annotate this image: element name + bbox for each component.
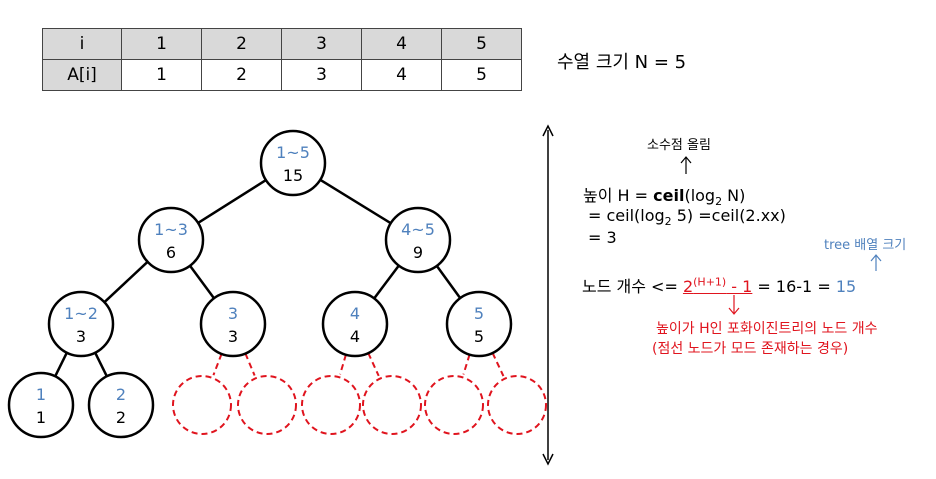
explain-line1: 높이가 H인 포화이진트리의 노드 개수 [656, 321, 878, 337]
index-cell: 4 [361, 28, 442, 60]
height-prefix: 높이 H = [583, 186, 654, 205]
index-cell: 2 [201, 28, 282, 60]
node-value-label: 15 [283, 166, 303, 185]
height-formula-line1: 높이 H = ceil(log2 N) [583, 182, 745, 208]
dashed-edge [212, 353, 223, 376]
node-value-label: 2 [116, 408, 126, 427]
tree-array-size-note: tree 배열 크기 [824, 238, 907, 253]
log-base-2: 2 [664, 215, 672, 229]
sequence-size-label: 수열 크기 N = 5 [557, 52, 687, 73]
height-arrow [542, 124, 554, 466]
node-range-label: 4~5 [401, 220, 435, 239]
node-value-label: 6 [166, 243, 176, 262]
node-circle [47, 290, 115, 358]
dashed-edge [367, 352, 380, 377]
tree-node: 1~36 [137, 206, 205, 274]
explain-line2: (점선 노드가 모드 존재하는 경우) [652, 341, 849, 357]
value-cell: 5 [441, 59, 522, 91]
tree-edge [94, 352, 108, 377]
height-line2-b: 5) =ceil(2.xx) [671, 206, 786, 225]
node-value-label: 4 [350, 327, 360, 346]
tree-node: 1~23 [47, 290, 115, 358]
height-log: (log [684, 186, 716, 205]
node-circle [321, 290, 389, 358]
node-value-label: 9 [413, 243, 423, 262]
log-base: 2 [715, 195, 723, 209]
tree-size-arrow [870, 254, 882, 271]
value-cell: 4 [361, 59, 442, 91]
tree-edge [103, 260, 149, 304]
index-row-label: i [42, 28, 122, 60]
dashed-edge [339, 354, 347, 375]
node-count-middle: = 16-1 = [752, 277, 836, 296]
tree-node: 22 [87, 371, 155, 439]
index-cell: 3 [281, 28, 362, 60]
empty-dashed-node [301, 375, 361, 435]
node-circle [199, 290, 267, 358]
node-range-label: 3 [228, 304, 238, 323]
node-circle [259, 129, 327, 197]
empty-dashed-node [237, 375, 297, 435]
node-circle [384, 206, 452, 274]
node-count-prefix: 노드 개수 <= [582, 277, 683, 296]
tree-node: 4~59 [384, 206, 452, 274]
empty-dashed-node [172, 375, 232, 435]
node-value-label: 5 [474, 327, 484, 346]
ceil-keyword: ceil [653, 186, 685, 205]
tree-node: 33 [199, 290, 267, 358]
empty-dashed-node [487, 375, 547, 435]
tree-node: 11 [7, 371, 75, 439]
node-count-result: 15 [835, 277, 857, 296]
tree-edge [319, 178, 392, 225]
node-range-label: 1~5 [276, 143, 310, 162]
tree-edge [54, 352, 68, 377]
node-range-label: 1~2 [64, 304, 98, 323]
empty-dashed-node [362, 375, 422, 435]
height-formula-line3: = 3 [588, 228, 617, 247]
node-value-label: 3 [76, 327, 86, 346]
index-cell: 5 [441, 28, 522, 60]
round-up-arrow [680, 156, 692, 174]
tree-edge [188, 265, 216, 299]
formula-underlined: 2(H+1) - 1 [682, 275, 753, 296]
dashed-edge [462, 354, 471, 375]
formula-exponent: (H+1) [693, 275, 727, 289]
tree-node: 1~515 [259, 129, 327, 197]
formula-down-arrow [728, 295, 740, 315]
tree-edge [373, 264, 400, 300]
node-circle [87, 371, 155, 439]
height-formula-line2: = ceil(log2 5) =ceil(2.xx) [588, 206, 786, 228]
node-range-label: 2 [116, 385, 126, 404]
index-row: i 1 2 3 4 5 [42, 28, 522, 60]
node-count-formula: 노드 개수 <= 2(H+1) - 1 = 16-1 = 15 [582, 273, 856, 297]
array-table: i 1 2 3 4 5 A[i] 1 2 3 4 5 [42, 28, 522, 91]
dashed-edge [244, 353, 256, 376]
node-circle [137, 206, 205, 274]
node-range-label: 1 [36, 385, 46, 404]
tree-edges [54, 178, 505, 377]
node-range-label: 5 [474, 304, 484, 323]
tree-edge [435, 265, 462, 299]
empty-dashed-node [424, 375, 484, 435]
node-range-label: 1~3 [154, 220, 188, 239]
node-range-label: 4 [350, 304, 360, 323]
formula-base: 2 [682, 277, 694, 296]
value-row-label: A[i] [42, 59, 122, 91]
value-row: A[i] 1 2 3 4 5 [42, 59, 522, 91]
value-cell: 1 [121, 59, 202, 91]
tree-edge [197, 179, 267, 224]
node-circle [445, 290, 513, 358]
tree-node: 44 [321, 290, 389, 358]
height-line2-a: = ceil(log [588, 206, 665, 225]
height-arg: N) [722, 186, 746, 205]
node-value-label: 3 [228, 327, 238, 346]
node-value-label: 1 [36, 408, 46, 427]
dashed-edge [491, 352, 505, 377]
node-circle [7, 371, 75, 439]
round-up-note: 소수점 올림 [647, 138, 711, 153]
formula-minus-one: - 1 [726, 277, 753, 296]
tree-node: 55 [445, 290, 513, 358]
